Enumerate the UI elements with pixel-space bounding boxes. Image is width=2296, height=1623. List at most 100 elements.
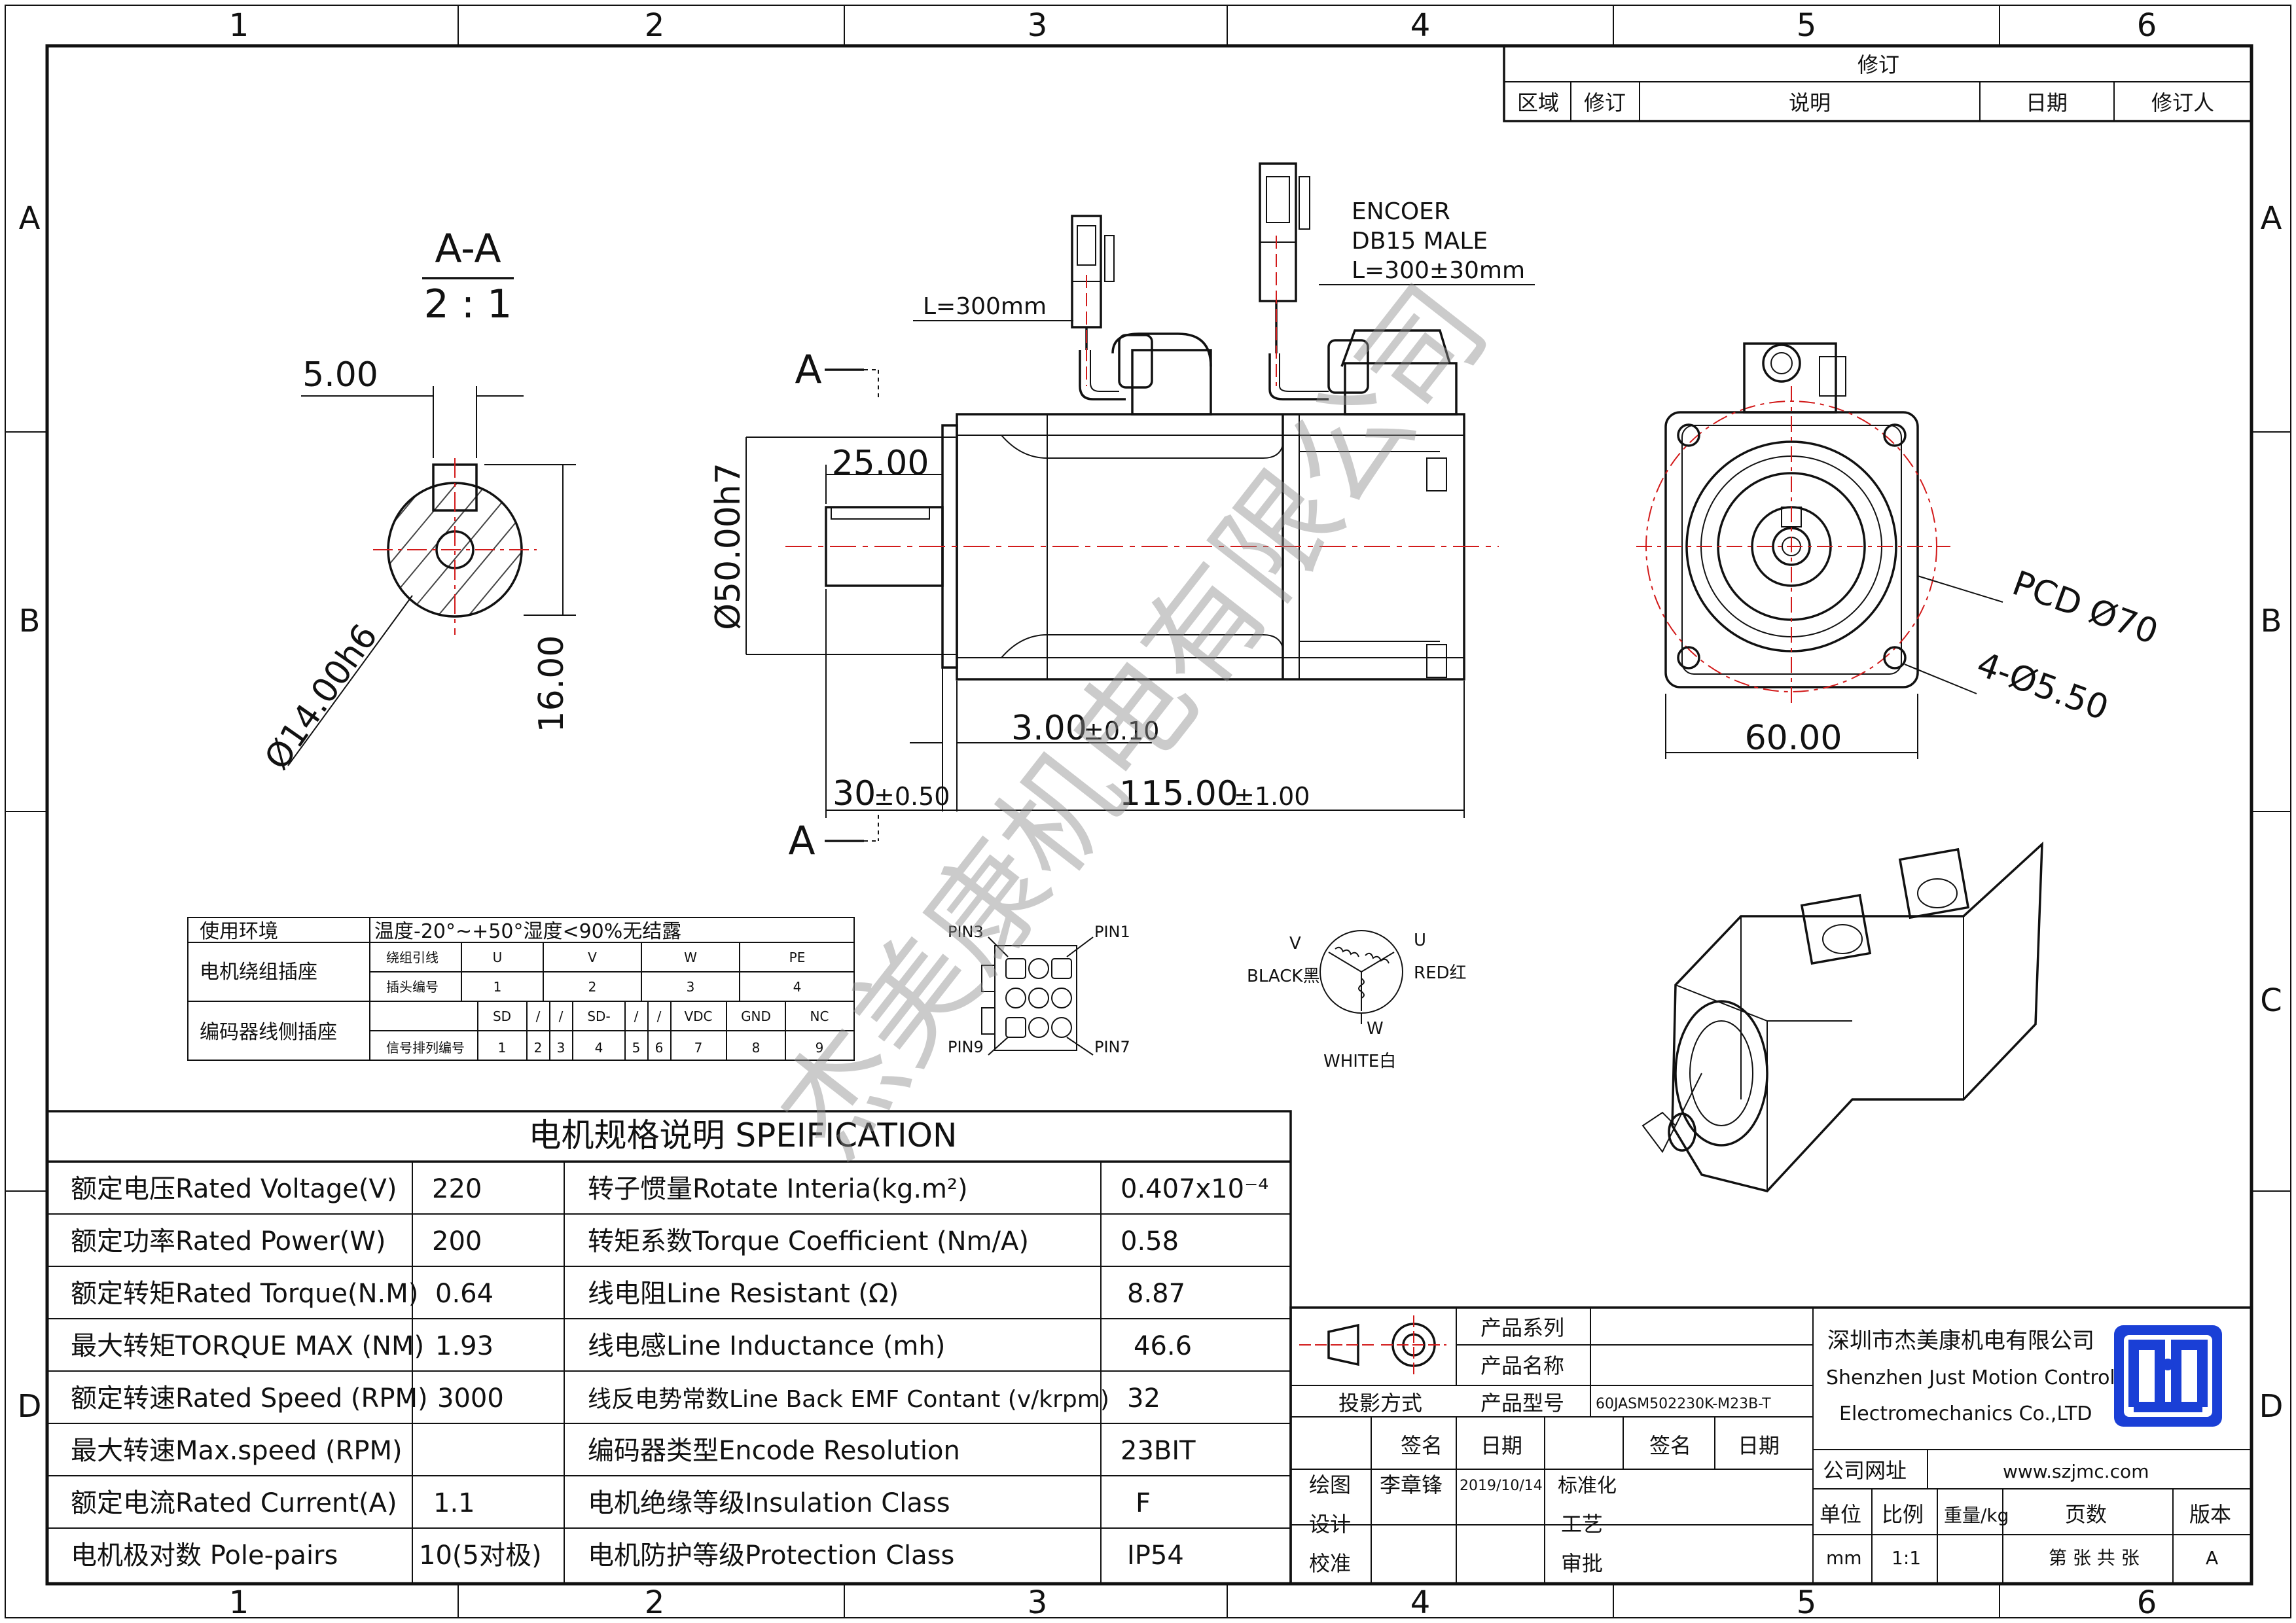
tb-unit-val: mm [1826,1547,1862,1569]
side-view: A A [709,162,1535,864]
winding-header-2: 插头编号 [386,979,439,995]
encoder-pin-8: 8 [752,1040,761,1056]
winding-pin-3: 3 [687,979,695,995]
pin3-label: PIN3 [948,923,984,941]
env-row-label-3: 编码器线侧插座 [200,1021,337,1044]
pin7-label: PIN7 [1094,1038,1130,1056]
frame-col-5: 5 [1797,7,1817,44]
dim-shaft-total-tol: ±0.50 [874,782,950,811]
encoder-connector [1259,162,1458,416]
env-row-value-1: 温度-20°~+50°湿度<90%无结露 [374,920,681,943]
encoder-signal-3: / [559,1008,564,1024]
spec-r-val-2: 0.58 [1121,1226,1179,1257]
tb-design: 设计 [1309,1512,1351,1537]
spec-r-label-6: 编码器类型Encode Resolution [588,1436,960,1466]
dim-spigot-tol: ±0.10 [1083,717,1159,745]
section-diameter: Ø14.00h6 [257,617,386,777]
winding-pin-2: 2 [588,979,597,995]
spec-r-val-5: 32 [1127,1383,1160,1414]
tb-product-model: 产品型号 [1480,1391,1564,1416]
winding-diagram: V U W BLACK黑 RED红 WHITE白 [1247,930,1467,1071]
winding-v: V [1289,934,1301,954]
tb-standard: 标准化 [1558,1474,1617,1497]
frame-row-a-right: A [2261,200,2282,237]
spec-l-val-3: 0.64 [435,1279,493,1309]
encoder-pin-3: 3 [557,1040,565,1056]
spec-l-label-5: 额定转速Rated Speed (RPM) [71,1383,428,1414]
frame-row-d: D [18,1388,42,1425]
spec-l-label-8: 电机极对数 Pole-pairs [71,1541,338,1571]
spec-r-label-5: 线反电势常数Line Back EMF Contant (v/krpm) [588,1386,1109,1413]
section-mark-top: A [795,347,821,393]
dim-shaft-length: 25.00 [832,444,929,483]
env-row-label-1: 使用环境 [200,920,278,943]
winding-red: RED红 [1414,963,1467,983]
spec-r-label-2: 转矩系数Torque Coefficient (Nm/A) [588,1226,1029,1257]
tb-projection: 投影方式 [1338,1391,1422,1416]
mounting-holes [1677,423,1907,669]
winding-header-1: 绕组引线 [386,950,439,965]
revision-header-reviser: 修订人 [2151,90,2214,115]
encoder-signal-8: GND [741,1008,771,1024]
spec-title: 电机规格说明 SPEIFICATION [529,1116,958,1154]
revision-header-area: 区域 [1517,90,1559,115]
projection-symbol [1299,1315,1446,1374]
spec-r-val-7: F [1136,1488,1151,1518]
encoder-label-3: L=300±30mm [1352,257,1525,284]
encoder-signal-4: SD- [587,1008,610,1024]
connector-pin-diagram: PIN3 PIN1 PIN9 PIN7 [948,923,1130,1056]
winding-pin-4: 4 [793,979,802,995]
company-logo [2114,1325,2222,1427]
encoder-signal-5: / [634,1008,639,1024]
spec-r-val-6: 23BIT [1121,1436,1196,1466]
winding-lead-v: V [588,950,597,965]
spec-l-val-1: 220 [432,1174,482,1204]
section-label: A-A [435,226,501,272]
spec-r-label-4: 线电感Line Inductance (mh) [588,1331,945,1361]
encoder-pin-6: 6 [655,1040,664,1056]
tb-version: 版本 [2189,1502,2231,1527]
encoder-signal-6: / [657,1008,662,1024]
winding-lead-pe: PE [789,950,806,965]
power-connector [1071,215,1212,416]
tb-sign: 签名 [1401,1433,1443,1458]
tb-date-2: 日期 [1738,1433,1780,1458]
spec-l-label-3: 额定转矩Rated Torque(N.M) [71,1279,418,1309]
winding-u: U [1414,931,1426,950]
spec-l-label-2: 额定功率Rated Power(W) [71,1226,386,1257]
winding-w: W [1367,1019,1384,1039]
spec-r-label-1: 转子惯量Rotate Interia(kg.m²) [588,1174,968,1204]
spec-r-val-4: 46.6 [1134,1331,1192,1361]
frame-col-4-bottom: 4 [1410,1584,1431,1621]
power-cable-length: L=300mm [923,293,1047,320]
frame-col-1-bottom: 1 [229,1584,249,1621]
tb-website-label: 公司网址 [1823,1458,1907,1483]
spec-r-label-8: 电机防护等级Protection Class [588,1541,954,1571]
pin9-label: PIN9 [948,1038,984,1056]
winding-lead-w: W [684,950,697,965]
encoder-pin-9: 9 [816,1040,824,1056]
section-mark-bottom: A [788,818,815,864]
frame-row-c-right: C [2260,982,2282,1019]
env-row-label-2: 电机绕组插座 [200,961,317,984]
encoder-pin-1: 1 [498,1040,507,1056]
section-key-width: 5.00 [302,355,378,395]
winding-black: BLACK黑 [1247,967,1319,986]
spec-r-label-3: 线电阻Line Resistant (Ω) [588,1279,899,1309]
spec-l-val-8: 10(5对极) [419,1541,542,1571]
front-view: PCD Ø70 4-Ø5.50 60.00 [1636,342,2163,759]
dim-body-length-tol: ±1.00 [1234,782,1310,811]
spec-r-val-1: 0.407x10⁻⁴ [1121,1174,1268,1204]
frame-row-b: B [19,603,41,639]
revision-title: 修订 [1857,52,1899,77]
dim-flange-diameter: Ø50.00h7 [709,463,748,630]
encoder-pin-2: 2 [534,1040,543,1056]
frame-col-1: 1 [229,7,249,44]
spec-l-val-4: 1.93 [435,1331,493,1361]
tb-weight: 重量/kg [1944,1505,2009,1526]
tb-product-name: 产品名称 [1480,1353,1564,1378]
winding-lead-u: U [493,950,503,965]
tb-drawn-by: 李章锋 [1380,1472,1443,1497]
tb-company-en-1: Shenzhen Just Motion Control [1826,1366,2115,1389]
tb-process: 工艺 [1561,1512,1603,1537]
